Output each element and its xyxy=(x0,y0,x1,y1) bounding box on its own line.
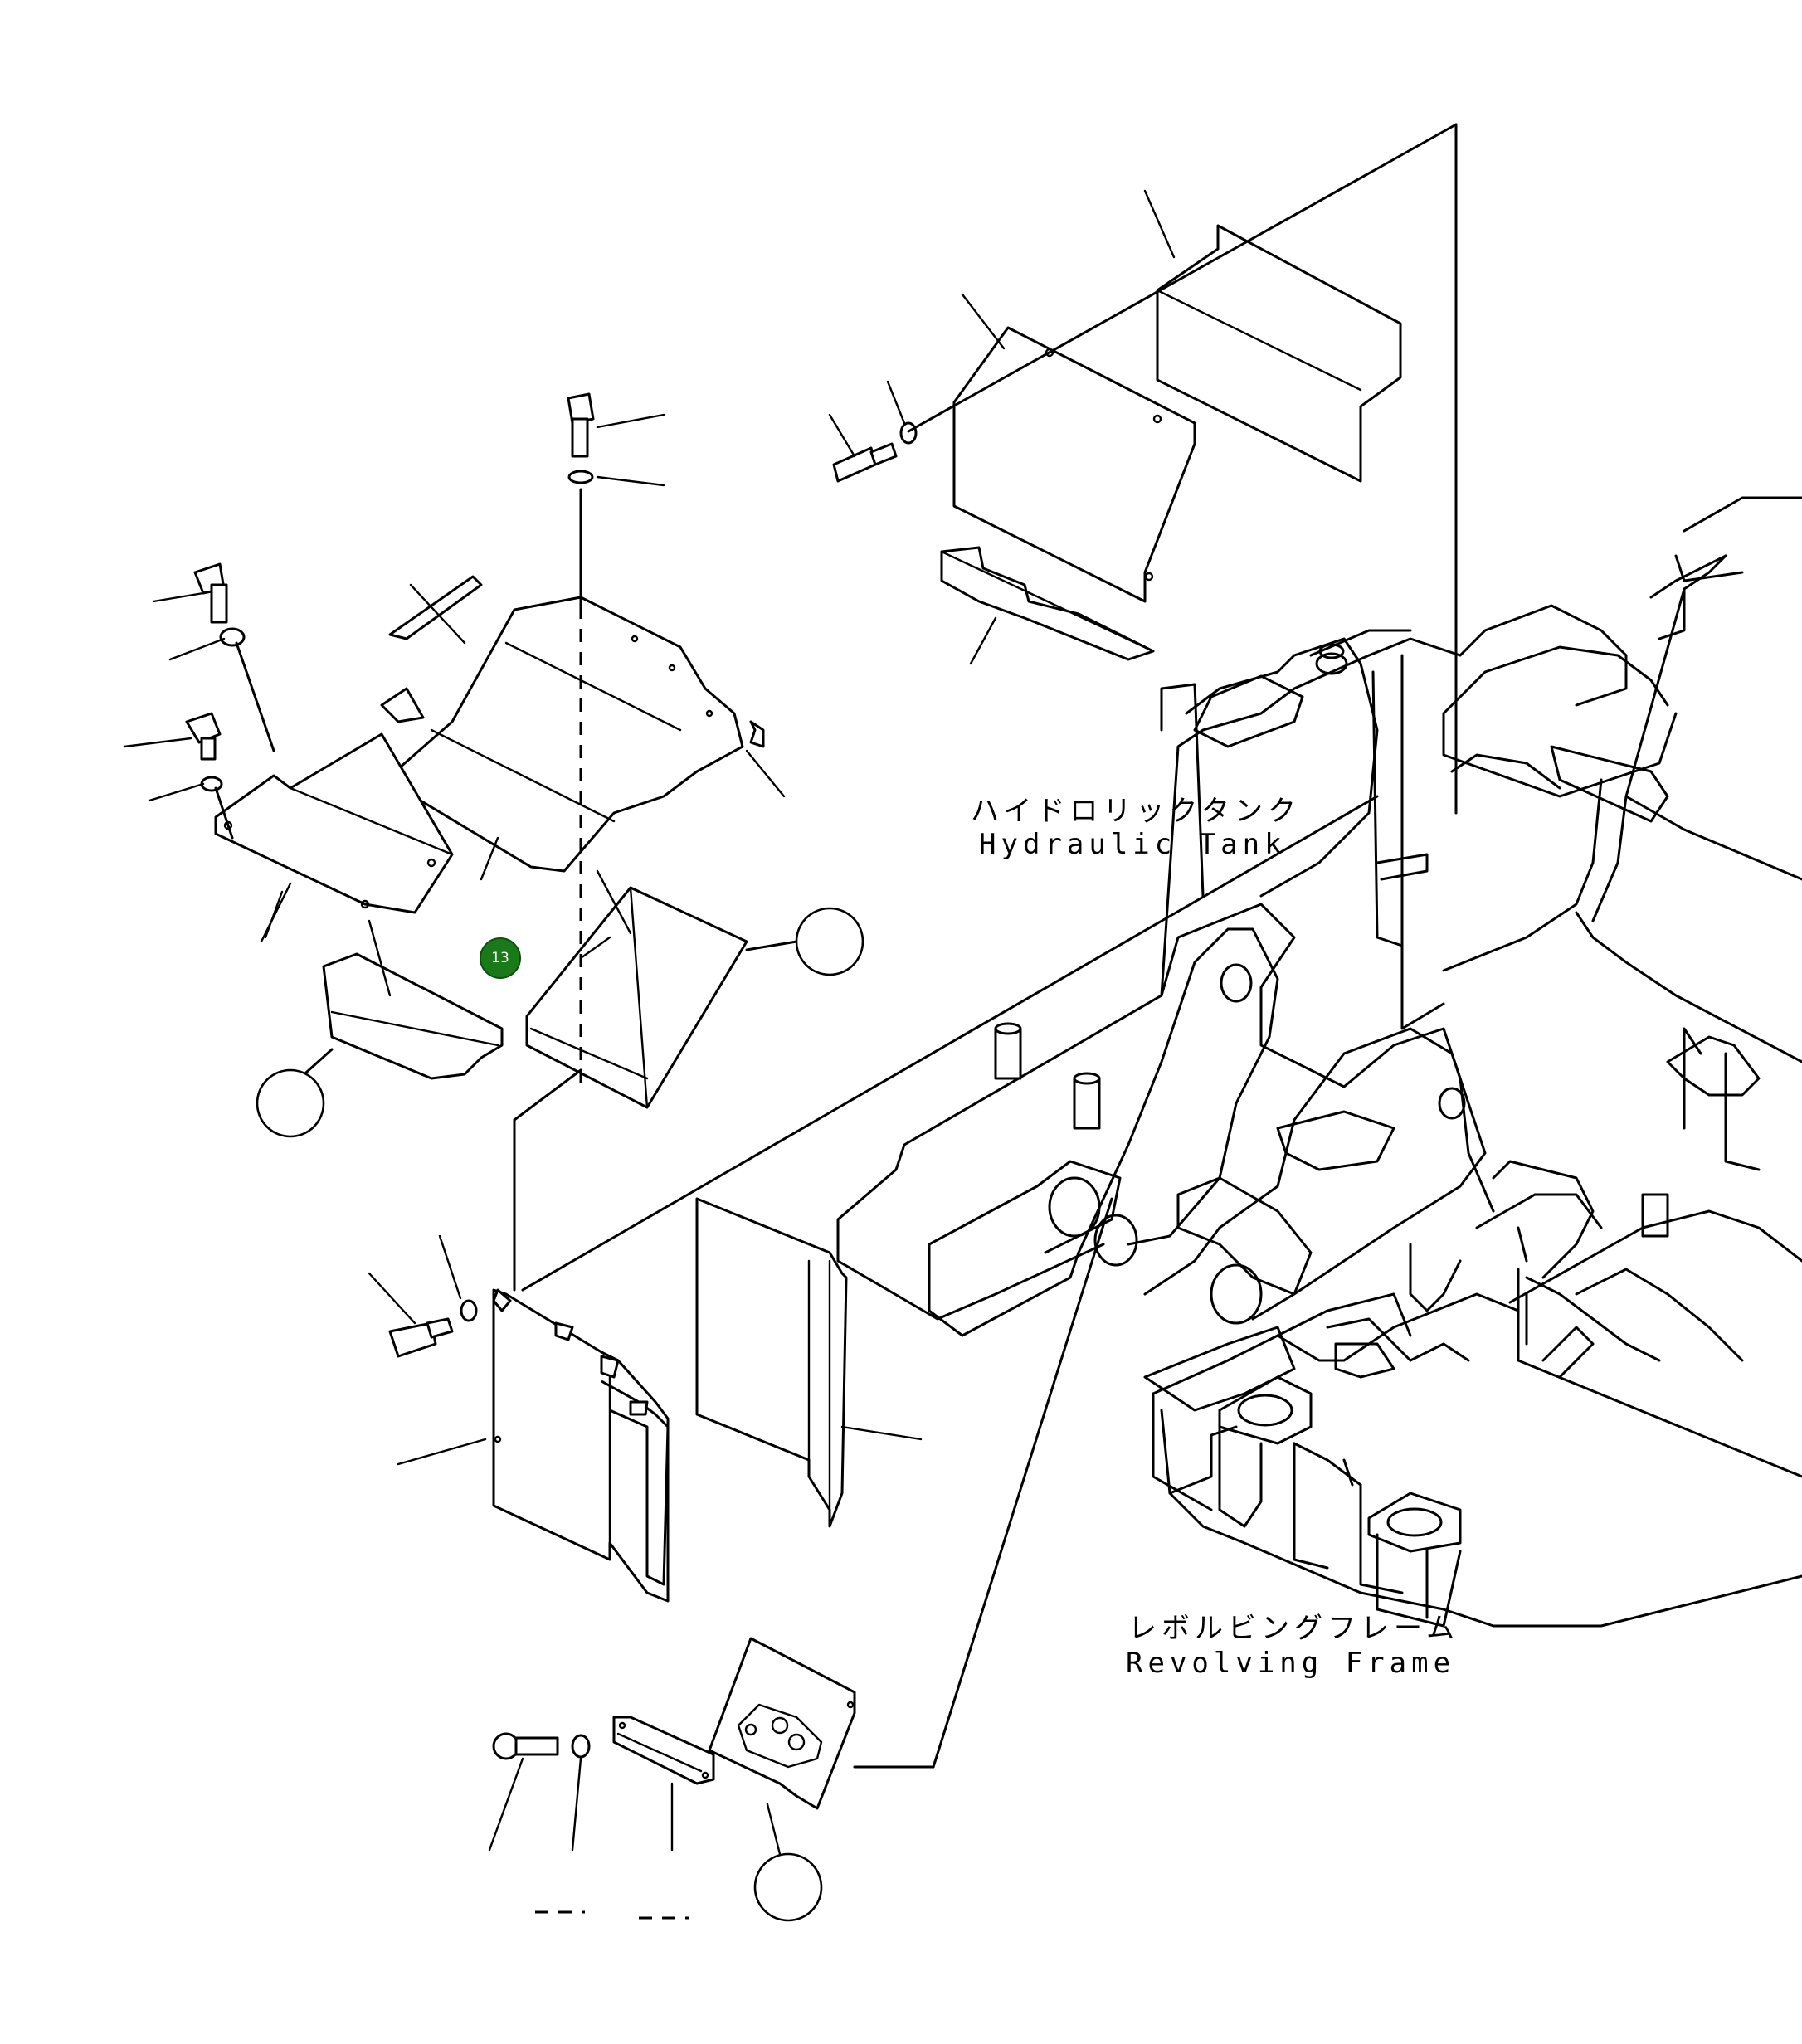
revolving-frame-label-jp: レボルビングフレーム xyxy=(1128,1612,1459,1645)
hydraulic-tank-label-en: Hydraulic Tank xyxy=(979,828,1287,861)
center-leaders xyxy=(260,583,798,1088)
leader-lines xyxy=(521,123,1458,1769)
upper-cover-plates xyxy=(940,224,1402,661)
bolt-top-center xyxy=(513,392,665,1292)
callout-circles xyxy=(256,907,864,1922)
bolt-upper-right xyxy=(828,189,1176,665)
part-hotspot-13[interactable]: 13 xyxy=(480,937,521,979)
bottom-parts xyxy=(488,1637,856,1856)
hydraulic-tank-label-jp: ハイドロリックタンク xyxy=(971,795,1301,828)
lower-left-panels xyxy=(368,1197,923,1603)
revolving-frame xyxy=(836,496,1802,1628)
center-upper-plates xyxy=(214,575,765,1109)
revolving-frame-label-en: Revolving Frame xyxy=(1126,1647,1456,1680)
bolt-left-upper xyxy=(123,562,275,840)
